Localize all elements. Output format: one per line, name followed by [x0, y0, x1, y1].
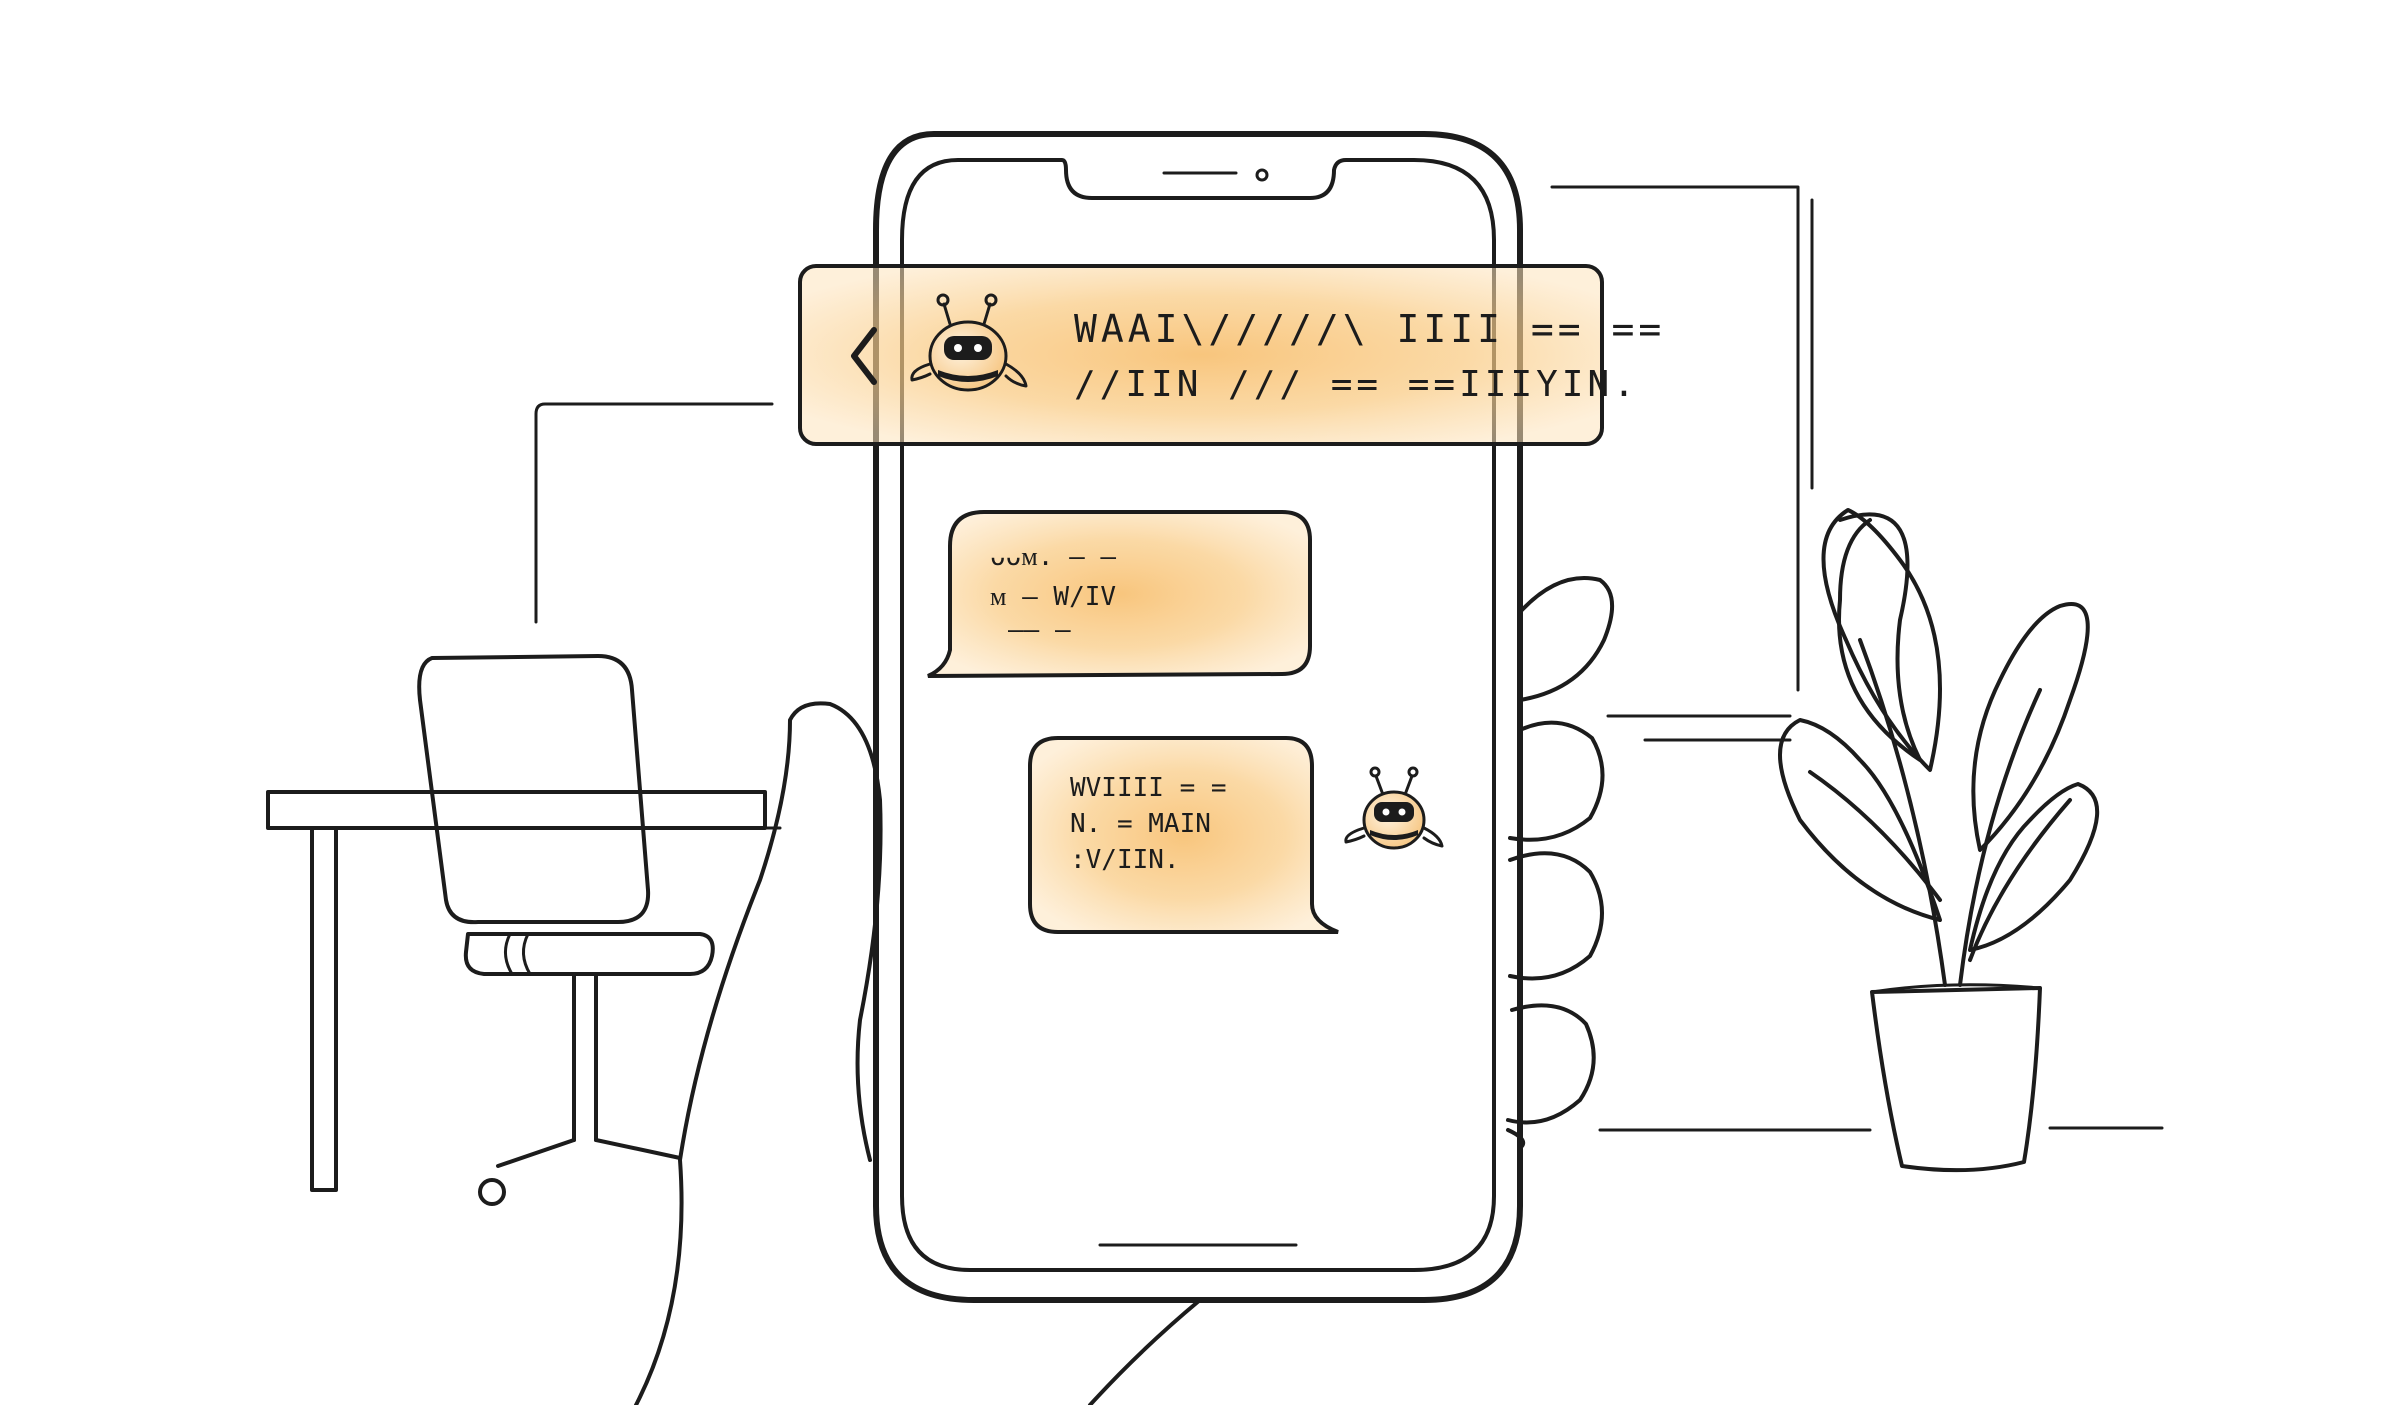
potted-plant — [1778, 508, 2100, 1173]
chat-header: WAAI\/////\ IIII == == //IIN /// == ==II… — [798, 264, 1665, 446]
back-button[interactable] — [832, 316, 882, 396]
phone — [873, 131, 1523, 1303]
message-text-line: N. = MAIN — [1070, 809, 1211, 839]
hand-fingers — [1506, 576, 1615, 1150]
robot-bot-icon — [910, 293, 1028, 392]
desk — [266, 790, 782, 1192]
message-text-line: —— — — [1008, 615, 1071, 645]
robot-bot-icon — [1344, 766, 1444, 850]
hand-thumb — [634, 701, 1202, 1405]
message-text-line: WVIIII = = — [1070, 773, 1227, 803]
message-text-line: :V/IIN. — [1070, 845, 1180, 875]
message-bubble-bot: WVIIII = = N. = MAIN :V/IIN. — [1028, 736, 1339, 934]
office-chair — [417, 654, 715, 1206]
chevron-left-icon — [851, 327, 877, 385]
chat-title-line-1: WAAI\/////\ IIII == == — [1074, 307, 1665, 351]
chat-title-line-2: //IIN /// == ==IIIYIN. — [1074, 364, 1639, 405]
message-text-line: ᴍ — W/IV — [990, 582, 1116, 612]
message-bubble-user: ᴗᴗᴍ. — — ᴍ — W/IV —— — — [927, 510, 1312, 678]
background-room — [534, 185, 2164, 1132]
message-text-line: ᴗᴗᴍ. — — — [990, 542, 1116, 572]
